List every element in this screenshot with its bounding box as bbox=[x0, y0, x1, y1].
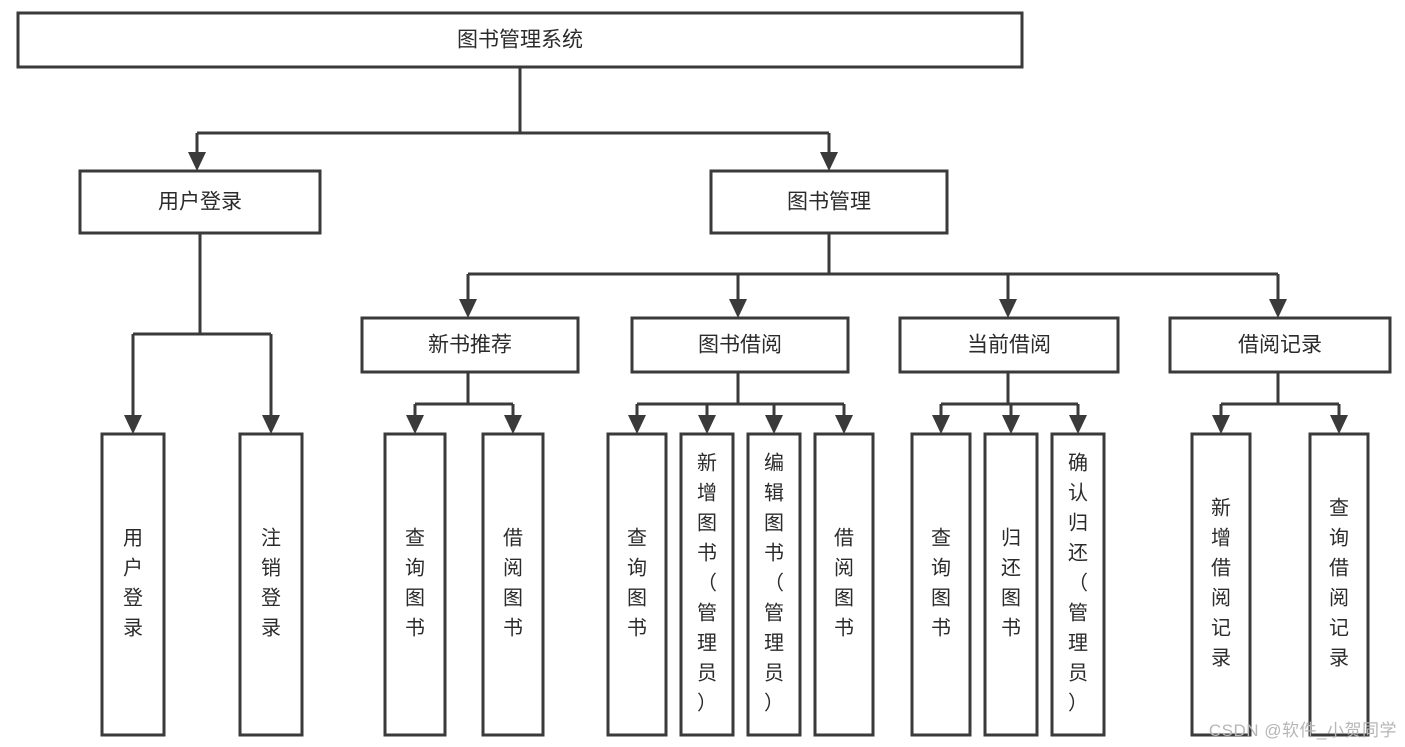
node-leaf-return-book[interactable]: 归还图书 bbox=[983, 432, 1039, 737]
node-box-borrow-record[interactable] bbox=[1168, 316, 1392, 374]
node-leaf-borrow-book-1[interactable]: 借阅图书 bbox=[481, 432, 545, 737]
node-book-manage[interactable]: 图书管理 bbox=[709, 169, 949, 235]
connector-group-borrow-record-children bbox=[1212, 372, 1348, 434]
node-label-current-borrow: 当前借阅 bbox=[967, 334, 1051, 357]
arrow-head-icon bbox=[262, 415, 280, 434]
node-leaf-query-book-2[interactable]: 查询图书 bbox=[606, 432, 668, 737]
arrow-head-icon bbox=[406, 415, 424, 434]
arrow-head-icon bbox=[1269, 299, 1287, 318]
node-leaf-add-book[interactable]: 新增图书（管理员） bbox=[679, 432, 735, 737]
node-box-root[interactable] bbox=[16, 11, 1024, 69]
node-new-book-rec[interactable]: 新书推荐 bbox=[360, 316, 580, 374]
arrow-head-icon bbox=[698, 415, 716, 434]
node-label-leaf-query-book-2: 查询图书 bbox=[627, 527, 647, 640]
arrow-head-icon bbox=[1069, 415, 1087, 434]
node-leaf-logout[interactable]: 注销登录 bbox=[238, 432, 304, 737]
node-label-leaf-edit-book: 编辑图书（管理员） bbox=[764, 452, 784, 715]
node-box-leaf-logout[interactable] bbox=[238, 432, 304, 737]
arrow-head-icon bbox=[765, 415, 783, 434]
node-box-current-borrow[interactable] bbox=[898, 316, 1120, 374]
node-layer: 图书管理系统用户登录图书管理新书推荐图书借阅当前借阅借阅记录用户登录注销登录查询… bbox=[16, 11, 1392, 737]
arrow-head-icon bbox=[1002, 415, 1020, 434]
arrow-head-icon bbox=[124, 415, 142, 434]
node-leaf-query-book-3[interactable]: 查询图书 bbox=[910, 432, 972, 737]
node-leaf-confirm-return[interactable]: 确认归还（管理员） bbox=[1050, 432, 1106, 737]
node-box-book-borrow[interactable] bbox=[630, 316, 850, 374]
node-label-leaf-logout: 注销登录 bbox=[261, 527, 281, 640]
connector-group-current-borrow-children bbox=[932, 372, 1087, 434]
node-box-new-book-rec[interactable] bbox=[360, 316, 580, 374]
node-box-leaf-query-book-1[interactable] bbox=[383, 432, 447, 737]
connector-group-root-children bbox=[188, 67, 838, 171]
node-box-book-manage[interactable] bbox=[709, 169, 949, 235]
node-label-user-login: 用户登录 bbox=[158, 191, 242, 214]
node-label-leaf-return-book: 归还图书 bbox=[1001, 527, 1021, 640]
node-leaf-borrow-book-2[interactable]: 借阅图书 bbox=[813, 432, 875, 737]
node-current-borrow[interactable]: 当前借阅 bbox=[898, 316, 1120, 374]
arrow-head-icon bbox=[504, 415, 522, 434]
node-leaf-query-record[interactable]: 查询借阅记录 bbox=[1308, 432, 1370, 737]
node-borrow-record[interactable]: 借阅记录 bbox=[1168, 316, 1392, 374]
node-leaf-query-book-1[interactable]: 查询图书 bbox=[383, 432, 447, 737]
node-label-leaf-add-record: 新增借阅记录 bbox=[1211, 497, 1231, 670]
node-label-leaf-user-login: 用户登录 bbox=[123, 528, 143, 640]
node-box-user-login[interactable] bbox=[78, 169, 322, 235]
arrow-head-icon bbox=[1330, 415, 1348, 434]
watermark-label: CSDN @软件_小贺同学 bbox=[1208, 721, 1397, 740]
arrow-head-icon bbox=[932, 415, 950, 434]
connector-group-book-borrow-children bbox=[628, 372, 853, 434]
node-box-leaf-borrow-book-1[interactable] bbox=[481, 432, 545, 737]
node-box-leaf-add-book[interactable] bbox=[679, 432, 735, 737]
connector-group-user-login-children bbox=[124, 233, 280, 434]
node-label-leaf-query-record: 查询借阅记录 bbox=[1329, 497, 1349, 670]
node-book-borrow[interactable]: 图书借阅 bbox=[630, 316, 850, 374]
arrow-head-icon bbox=[628, 415, 646, 434]
connector-group-new-book-rec-children bbox=[406, 372, 522, 434]
arrow-head-icon bbox=[729, 299, 747, 318]
node-label-leaf-borrow-book-1: 借阅图书 bbox=[503, 527, 523, 640]
node-leaf-add-record[interactable]: 新增借阅记录 bbox=[1190, 432, 1252, 737]
node-box-leaf-confirm-return[interactable] bbox=[1050, 432, 1106, 737]
node-label-leaf-add-book: 新增图书（管理员） bbox=[697, 452, 717, 715]
arrow-head-icon bbox=[1212, 415, 1230, 434]
node-box-leaf-edit-book[interactable] bbox=[746, 432, 802, 737]
node-box-leaf-return-book[interactable] bbox=[983, 432, 1039, 737]
arrow-head-icon bbox=[459, 299, 477, 318]
node-leaf-edit-book[interactable]: 编辑图书（管理员） bbox=[746, 432, 802, 737]
node-label-book-manage: 图书管理 bbox=[787, 191, 871, 214]
node-box-leaf-query-record[interactable] bbox=[1308, 432, 1370, 737]
node-box-leaf-user-login[interactable] bbox=[100, 432, 166, 737]
node-label-leaf-query-book-1: 查询图书 bbox=[405, 527, 425, 640]
node-box-leaf-query-book-3[interactable] bbox=[910, 432, 972, 737]
node-label-borrow-record: 借阅记录 bbox=[1238, 334, 1322, 357]
node-user-login[interactable]: 用户登录 bbox=[78, 169, 322, 235]
arrow-head-icon bbox=[188, 152, 206, 171]
node-label-leaf-confirm-return: 确认归还（管理员） bbox=[1068, 452, 1088, 715]
node-label-leaf-query-book-3: 查询图书 bbox=[931, 527, 951, 640]
arrow-head-icon bbox=[820, 152, 838, 171]
node-label-root: 图书管理系统 bbox=[457, 29, 583, 52]
arrow-head-icon bbox=[835, 415, 853, 434]
node-root[interactable]: 图书管理系统 bbox=[16, 11, 1024, 69]
node-label-book-borrow: 图书借阅 bbox=[698, 334, 782, 357]
node-box-leaf-add-record[interactable] bbox=[1190, 432, 1252, 737]
arrow-head-icon bbox=[999, 299, 1017, 318]
node-label-leaf-borrow-book-2: 借阅图书 bbox=[834, 527, 854, 640]
connector-group-book-manage-children bbox=[459, 233, 1287, 318]
node-label-new-book-rec: 新书推荐 bbox=[428, 334, 512, 357]
node-leaf-user-login[interactable]: 用户登录 bbox=[100, 432, 166, 737]
connector-layer bbox=[124, 67, 1348, 434]
node-box-leaf-borrow-book-2[interactable] bbox=[813, 432, 875, 737]
node-box-leaf-query-book-2[interactable] bbox=[606, 432, 668, 737]
